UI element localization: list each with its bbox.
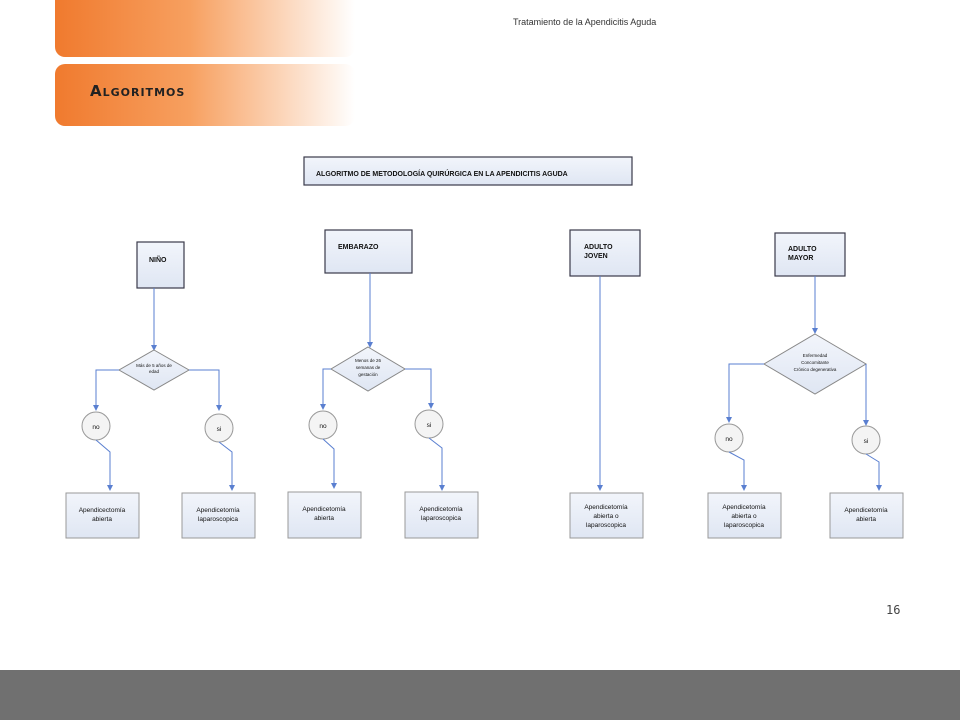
result-line-3: laparoscopica: [586, 522, 626, 529]
column-embarazo: EMBARAZO Menos de 26 semanas de gestació…: [287, 229, 479, 539]
category-box-embarazo: [324, 229, 413, 274]
yes-label: si: [217, 426, 222, 433]
result-box-no: [65, 492, 140, 539]
no-label: no: [319, 423, 327, 430]
decision-line-2: semanas de: [356, 365, 381, 370]
result-line-2: laparoscopica: [421, 515, 461, 522]
result-line-1: Apendicetomía: [196, 507, 240, 514]
result-box: [569, 492, 644, 539]
result-box-yes: [404, 491, 479, 539]
yes-label: si: [427, 422, 432, 429]
decision-line-1: Más de 5 años de: [136, 363, 172, 368]
no-label: no: [92, 424, 100, 431]
result-line-2: abierta o: [731, 513, 757, 520]
decision-line-2: edad: [149, 369, 160, 374]
result-line-1: Apendicectomía: [79, 507, 126, 514]
result-line-3: laparoscopica: [724, 522, 764, 529]
column-nino: NIÑO Más de 5 años de edad no si Apendic…: [65, 241, 256, 539]
result-line-1: Apendicetomía: [419, 506, 463, 513]
section-banner: [55, 64, 355, 126]
result-line-2: laparoscopica: [198, 516, 238, 523]
document-title: Tratamiento de la Apendicitis Aguda: [513, 17, 657, 27]
page-number: 16: [886, 603, 901, 617]
category-line-2: MAYOR: [788, 255, 813, 262]
decision-line-2: Concomitante: [801, 360, 829, 365]
decision-diamond-adulto-mayor: [763, 333, 867, 395]
result-line-2: abierta o: [593, 513, 619, 520]
decision-line-1: Menos de 26: [355, 358, 382, 363]
result-box-no: [707, 492, 782, 539]
no-label: no: [725, 436, 733, 443]
section-title: Algoritmos: [90, 82, 186, 100]
result-box-yes: [181, 492, 256, 539]
category-line-1: ADULTO: [584, 244, 613, 251]
category-box-adulto-joven: [569, 229, 641, 277]
header-decor-bar: [55, 0, 355, 57]
result-box-yes: [829, 492, 904, 539]
decision-line-3: gestación: [358, 372, 378, 377]
category-box-adulto-mayor: [774, 232, 846, 277]
result-line-2: abierta: [92, 516, 112, 523]
result-line-1: Apendicetomía: [584, 504, 628, 511]
decision-line-1: Enfermedad: [803, 353, 828, 358]
result-line-2: abierta: [856, 516, 876, 523]
result-line-1: Apendicetomía: [302, 506, 346, 513]
column-adulto-mayor: ADULTO MAYOR Enfermedad Concomitante Cró…: [707, 232, 904, 539]
category-label-nino: NIÑO: [149, 255, 167, 264]
result-line-2: abierta: [314, 515, 334, 522]
flowchart-title-box: ALGORITMO DE METODOLOGÍA QUIRÚRGICA EN L…: [303, 156, 633, 186]
result-line-1: Apendicetomía: [844, 507, 888, 514]
decision-line-3: Crónico degenerativa: [794, 367, 837, 372]
category-line-2: JOVEN: [584, 253, 608, 260]
yes-label: si: [864, 438, 869, 445]
category-box-nino: [136, 241, 185, 289]
decision-diamond-embarazo: [330, 346, 406, 392]
footer-band: [0, 670, 960, 720]
category-line-1: ADULTO: [788, 246, 817, 253]
decision-diamond-nino: [117, 349, 191, 391]
flowchart-title: ALGORITMO DE METODOLOGÍA QUIRÚRGICA EN L…: [316, 169, 568, 178]
category-label-embarazo: EMBARAZO: [338, 244, 379, 251]
column-adulto-joven: ADULTO JOVEN Apendicetomía abierta o lap…: [569, 229, 644, 539]
result-box-no: [287, 491, 362, 539]
result-line-1: Apendicetomía: [722, 504, 766, 511]
